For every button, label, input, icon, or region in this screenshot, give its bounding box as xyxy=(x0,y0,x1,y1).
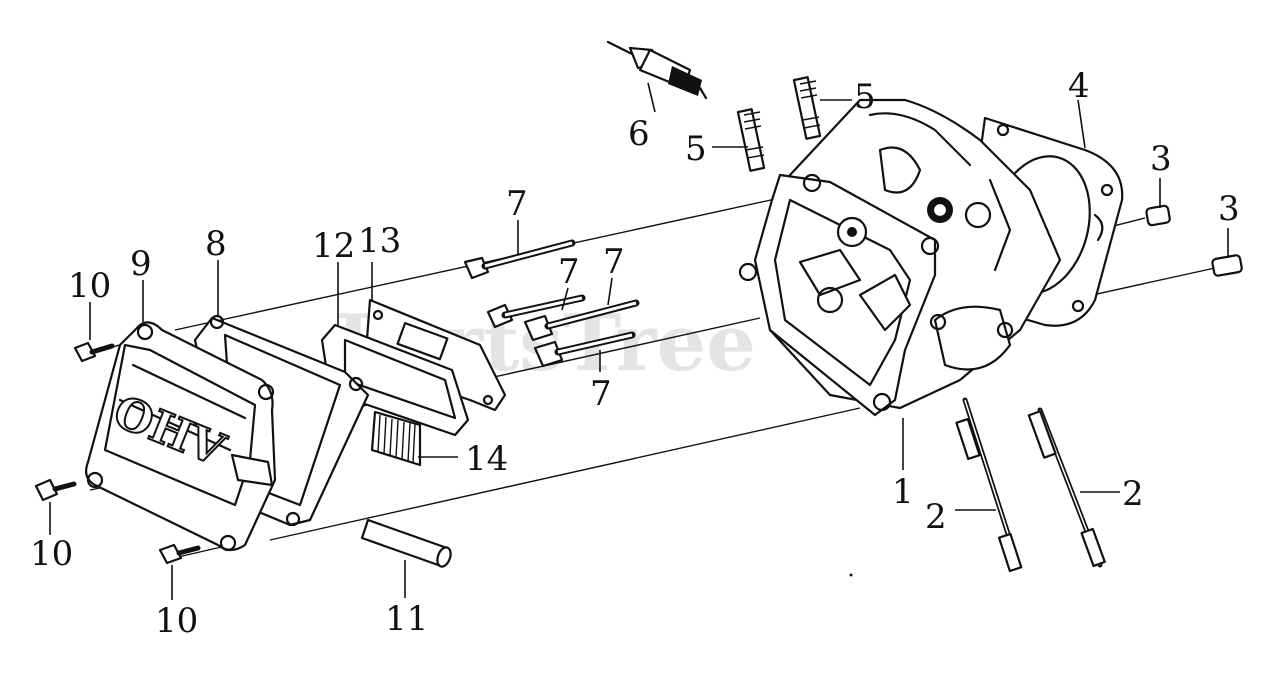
callout-11: 11 xyxy=(385,599,428,639)
callout-4: 4 xyxy=(1068,66,1090,106)
callout-14: 14 xyxy=(465,439,508,479)
dowel-pin-b[interactable] xyxy=(1211,254,1243,277)
head-bolt-top[interactable] xyxy=(463,239,576,280)
head-bolt-mid-b[interactable] xyxy=(523,299,640,342)
callout-8: 8 xyxy=(205,224,227,264)
cover-bolt-left[interactable] xyxy=(34,478,77,502)
callout-3-top: 3 xyxy=(1150,139,1172,179)
head-bolt-low[interactable] xyxy=(533,331,636,368)
breather-gasket[interactable] xyxy=(320,323,470,437)
callout-13: 13 xyxy=(358,221,401,261)
spacer-tube[interactable] xyxy=(360,518,453,568)
callout-12: 12 xyxy=(312,226,355,266)
callout-2-left: 2 xyxy=(925,497,947,537)
callout-3-right: 3 xyxy=(1218,189,1240,229)
valve-cover[interactable]: OHV xyxy=(85,321,277,552)
head-bolt-mid-a[interactable] xyxy=(486,294,586,329)
breather-filter[interactable] xyxy=(370,410,422,467)
dowel-pin-a[interactable] xyxy=(1145,204,1171,227)
cylinder-head[interactable] xyxy=(738,98,1062,417)
callout-1: 1 xyxy=(892,472,914,512)
cover-bolt-top[interactable] xyxy=(73,341,115,363)
callout-10-bottom: 10 xyxy=(155,601,198,641)
callout-10-top: 10 xyxy=(68,266,111,306)
callout-9: 9 xyxy=(130,244,152,284)
callout-5-right: 5 xyxy=(854,77,876,117)
leader-lines xyxy=(49,82,1229,600)
callout-7-top: 7 xyxy=(506,184,528,224)
callout-7-bottom: 7 xyxy=(590,374,612,414)
push-rod-a[interactable] xyxy=(955,397,1023,573)
callout-5-left: 5 xyxy=(685,129,707,169)
head-stud-right[interactable] xyxy=(792,76,822,140)
head-stud-left[interactable] xyxy=(736,108,766,172)
spark-plug[interactable] xyxy=(606,40,708,100)
push-rod-b[interactable] xyxy=(1027,407,1106,568)
callout-2-right: 2 xyxy=(1122,474,1144,514)
callout-6: 6 xyxy=(628,114,650,154)
callout-7-mid-left: 7 xyxy=(558,252,580,292)
callout-7-mid-right: 7 xyxy=(603,242,625,282)
callout-labels: 6 5 5 4 3 3 7 7 7 7 1 2 2 8 9 10 10 10 1… xyxy=(30,66,1240,641)
cover-bolt-bottom[interactable] xyxy=(158,543,201,565)
callout-10-left: 10 xyxy=(30,534,73,574)
